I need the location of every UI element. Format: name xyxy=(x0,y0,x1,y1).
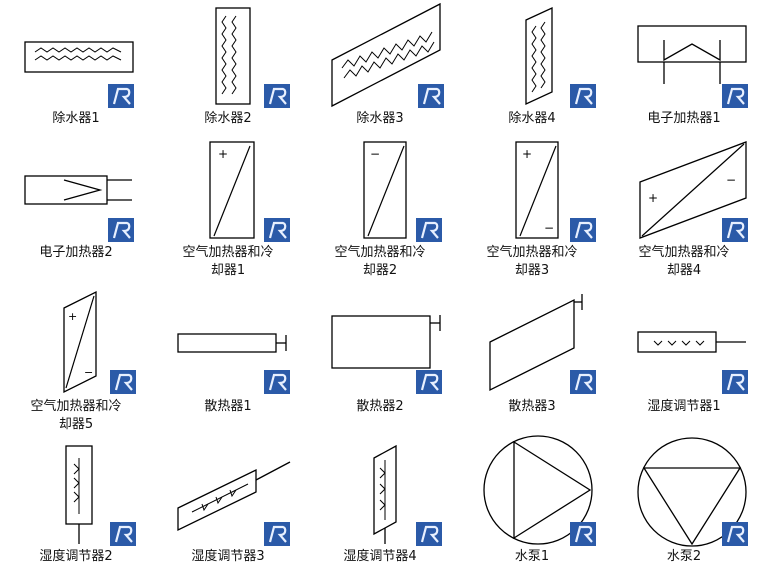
family-label: 湿度调节器2 xyxy=(39,549,113,564)
family-tile-air-heater-cooler-5[interactable]: + − 空气加热器和冷 却器5 xyxy=(0,284,152,432)
family-tile-radiator-3[interactable]: 散热器3 xyxy=(456,284,608,426)
minus-sign: − xyxy=(84,366,93,379)
family-label: 湿度调节器4 xyxy=(343,549,417,564)
family-tile-humidity-regulator-2[interactable]: 湿度调节器2 xyxy=(0,428,152,570)
plus-sign: + xyxy=(218,147,228,161)
air-heater-cooler-4-symbol: + − xyxy=(639,141,747,239)
family-label-line2: 却器4 xyxy=(666,263,702,278)
family-label: 除水器4 xyxy=(508,111,556,126)
humidity-regulator-2-symbol xyxy=(65,445,93,544)
family-tile-air-heater-cooler-4[interactable]: + − 空气加热器和冷 却器4 xyxy=(608,141,760,284)
revit-family-icon xyxy=(722,84,748,108)
revit-family-icon xyxy=(570,84,596,108)
revit-family-icon xyxy=(570,370,596,394)
family-label: 散热器3 xyxy=(508,399,556,414)
minus-sign: − xyxy=(544,221,554,235)
revit-family-icon xyxy=(264,84,290,108)
family-tile-humidity-regulator-1[interactable]: 湿度调节器1 xyxy=(608,284,760,426)
radiator-3-symbol xyxy=(489,294,583,392)
family-label: 除水器3 xyxy=(356,111,404,126)
air-heater-cooler-2-symbol: − xyxy=(363,141,407,239)
family-label-line2: 却器2 xyxy=(362,263,398,278)
plus-sign: + xyxy=(648,191,658,205)
family-label-line2: 却器5 xyxy=(58,417,94,432)
family-tile-moisture-eliminator-1[interactable]: 除水器1 xyxy=(0,0,152,142)
family-tile-moisture-eliminator-2[interactable]: 除水器2 xyxy=(152,0,304,142)
revit-family-icon xyxy=(108,84,134,108)
family-label: 除水器1 xyxy=(52,111,100,126)
revit-family-icon xyxy=(110,370,136,394)
family-label: 空气加热器和冷 xyxy=(638,245,730,260)
family-tile-water-pump-2[interactable]: 水泵2 xyxy=(608,428,760,570)
family-tile-moisture-eliminator-4[interactable]: 除水器4 xyxy=(456,0,608,142)
family-label: 散热器1 xyxy=(204,399,252,414)
family-label: 空气加热器和冷 xyxy=(486,245,578,260)
family-label: 散热器2 xyxy=(356,399,404,414)
family-tile-humidity-regulator-3[interactable]: 湿度调节器3 xyxy=(152,428,304,570)
family-label: 空气加热器和冷 xyxy=(334,245,426,260)
revit-family-icon xyxy=(416,218,442,242)
family-label-line2: 却器3 xyxy=(514,263,550,278)
family-tile-air-heater-cooler-1[interactable]: + 空气加热器和冷 却器1 xyxy=(152,141,304,284)
electric-heater-1-symbol xyxy=(637,25,747,84)
revit-family-icon xyxy=(722,370,748,394)
radiator-1-symbol xyxy=(177,333,287,353)
revit-family-icon xyxy=(722,522,748,546)
minus-sign: − xyxy=(370,147,380,161)
water-pump-1-symbol xyxy=(483,435,593,545)
family-tile-air-heater-cooler-3[interactable]: + − 空气加热器和冷 却器3 xyxy=(456,141,608,284)
humidity-regulator-4-symbol xyxy=(373,444,397,544)
revit-family-icon xyxy=(264,370,290,394)
plus-sign: + xyxy=(522,147,532,161)
humidity-regulator-3-symbol xyxy=(177,461,291,532)
family-label-line2: 却器1 xyxy=(210,263,246,278)
family-label: 空气加热器和冷 xyxy=(182,245,274,260)
family-tile-electric-heater-1[interactable]: 电子加热器1 xyxy=(608,0,760,142)
minus-sign: − xyxy=(726,173,736,187)
revit-family-icon xyxy=(570,218,596,242)
family-tile-radiator-2[interactable]: 散热器2 xyxy=(304,284,456,426)
revit-family-icon xyxy=(416,370,442,394)
family-tile-electric-heater-2[interactable]: 电子加热器2 xyxy=(0,142,152,284)
family-tile-humidity-regulator-4[interactable]: 湿度调节器4 xyxy=(304,428,456,570)
revit-family-icon xyxy=(108,218,134,242)
family-tile-air-heater-cooler-2[interactable]: − 空气加热器和冷 却器2 xyxy=(304,141,456,284)
family-tile-radiator-1[interactable]: 散热器1 xyxy=(152,284,304,426)
electric-heater-2-symbol xyxy=(24,175,132,205)
revit-family-icon xyxy=(264,522,290,546)
family-label: 除水器2 xyxy=(204,111,252,126)
water-pump-2-symbol xyxy=(637,437,747,547)
revit-family-icon xyxy=(264,218,290,242)
air-heater-cooler-5-symbol: + − xyxy=(63,290,97,394)
moisture-eliminator-4-symbol xyxy=(525,6,553,106)
family-label: 水泵1 xyxy=(514,549,550,564)
moisture-eliminator-3-symbol xyxy=(331,2,441,108)
air-heater-cooler-1-symbol: + xyxy=(209,141,255,239)
revit-family-icon xyxy=(418,84,444,108)
moisture-eliminator-2-symbol xyxy=(215,7,251,105)
revit-family-icon xyxy=(416,522,442,546)
family-label: 电子加热器2 xyxy=(39,245,113,260)
family-label: 空气加热器和冷 xyxy=(30,399,122,414)
moisture-eliminator-1-symbol xyxy=(24,41,134,73)
revit-family-icon xyxy=(570,522,596,546)
revit-family-icon xyxy=(722,218,748,242)
family-tile-moisture-eliminator-3[interactable]: 除水器3 xyxy=(304,0,456,142)
family-label: 电子加热器1 xyxy=(647,111,721,126)
family-label: 湿度调节器1 xyxy=(647,399,721,414)
humidity-regulator-1-symbol xyxy=(637,331,746,353)
air-heater-cooler-3-symbol: + − xyxy=(515,141,559,239)
plus-sign: + xyxy=(68,310,77,323)
family-label: 湿度调节器3 xyxy=(191,549,265,564)
revit-family-icon xyxy=(110,522,136,546)
family-tile-water-pump-1[interactable]: 水泵1 xyxy=(456,428,608,570)
radiator-2-symbol xyxy=(331,315,441,369)
family-label: 水泵2 xyxy=(666,549,702,564)
